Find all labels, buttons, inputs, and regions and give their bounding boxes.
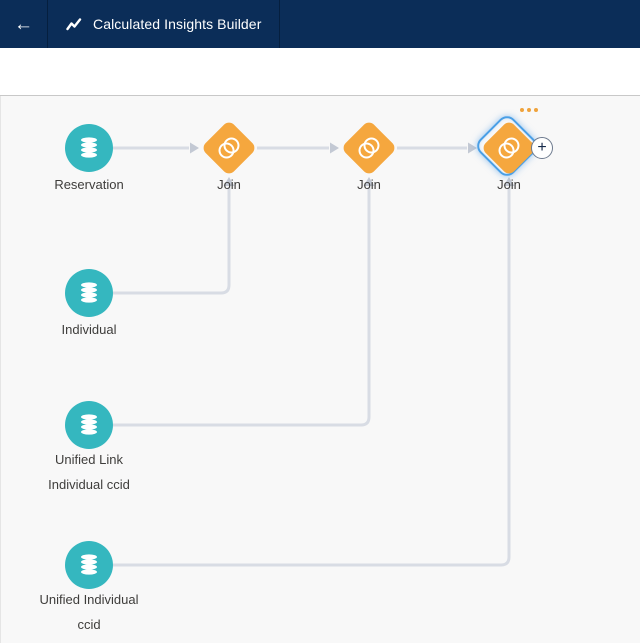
back-arrow-icon: ← [14,13,33,35]
dot-icon [527,108,531,112]
flow-canvas[interactable]: Reservation Individual Unified Link Indi… [0,96,640,643]
dot-icon [534,108,538,112]
database-icon [76,552,102,578]
node-label: Unified Link Individual ccid [9,447,169,497]
node-individual[interactable] [65,269,113,317]
join-icon [496,137,522,159]
database-icon [76,280,102,306]
top-navbar: ← Calculated Insights Builder [0,0,640,48]
node-label: Reservation [54,177,124,192]
overflow-menu-dots[interactable] [520,108,538,112]
node-label-line: ccid [77,617,101,632]
trend-line-icon [66,17,82,32]
node-label-line: Unified Individual [39,592,139,607]
page-title: Calculated Insights Builder [93,16,262,32]
node-label: Unified Individual ccid [0,587,189,637]
node-reservation[interactable] [65,124,113,172]
database-icon [76,412,102,438]
node-label: Individual [61,322,117,337]
connector-lines [113,142,515,567]
plus-icon: + [537,138,547,156]
join-icon [216,137,242,159]
dot-icon [520,108,524,112]
node-unified-individual-ccid[interactable] [65,541,113,589]
back-button[interactable]: ← [0,0,48,48]
app-tab[interactable]: Calculated Insights Builder [48,0,281,48]
join-diamond[interactable] [340,119,398,177]
add-node-button[interactable]: + [531,137,553,159]
join-icon [356,137,382,159]
node-join-3-selected[interactable] [473,112,541,180]
node-label: Join [497,177,521,192]
node-join-1[interactable] [200,119,258,177]
toolbar-band [0,48,640,96]
node-unified-link-individual-ccid[interactable] [65,401,113,449]
node-label-line: Unified Link [55,452,123,467]
node-join-2[interactable] [340,119,398,177]
database-icon [76,135,102,161]
join-diamond[interactable] [200,119,258,177]
node-label: Join [217,177,241,192]
node-label: Join [357,177,381,192]
node-label-line: Individual ccid [48,477,130,492]
join-diamond[interactable] [480,119,538,177]
